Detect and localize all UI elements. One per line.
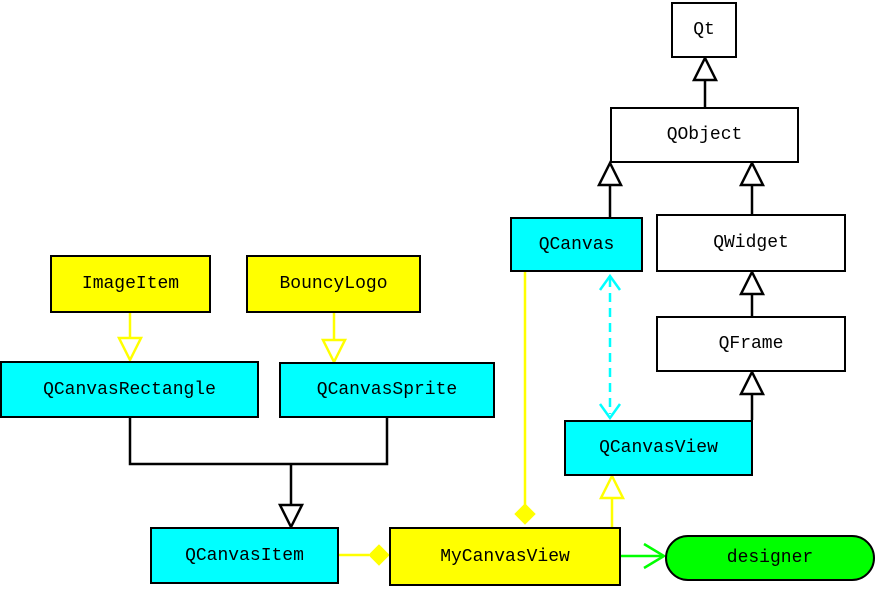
inheritance-arrow-icon [320,338,348,365]
node-label: QCanvasItem [185,545,304,566]
inheritance-arrow-icon [738,269,766,296]
node-designer: designer [665,535,875,581]
node-qframe: QFrame [656,316,846,372]
aggregation-diamond-icon [368,544,390,566]
node-label: QWidget [713,233,789,253]
node-qwidget: QWidget [656,214,846,272]
node-label: QObject [666,125,743,145]
node-label: QCanvas [538,234,615,255]
inheritance-arrow-icon [738,160,766,187]
node-label: QFrame [718,334,784,354]
edge-canvasitems-merge [128,418,389,466]
inheritance-arrow-icon [691,55,719,82]
node-label: Qt [693,20,715,40]
inheritance-arrow-icon [116,336,144,363]
node-label: ImageItem [81,274,180,294]
node-label: designer [726,548,814,568]
arrowhead-down-icon [598,403,622,421]
node-mycanvasview: MyCanvasView [389,527,621,586]
aggregation-diamond-icon [514,503,536,525]
node-label: MyCanvasView [440,546,570,567]
node-qcanvasrectangle: QCanvasRectangle [0,361,259,418]
node-imageitem: ImageItem [50,255,211,313]
node-label: QCanvasRectangle [43,379,216,400]
arrowhead-up-icon [598,273,622,291]
node-qcanvasview: QCanvasView [564,420,753,476]
inheritance-arrow-icon [596,160,624,187]
node-label: QCanvasView [599,438,718,458]
node-label: QCanvasSprite [316,380,458,400]
arrowhead-right-icon [643,542,667,570]
node-bouncylogo: BouncyLogo [246,255,421,313]
node-qcanvas: QCanvas [510,217,643,272]
inheritance-arrow-icon [738,369,766,396]
node-label: BouncyLogo [279,274,388,294]
node-qcanvassprite: QCanvasSprite [279,362,495,418]
inheritance-arrow-icon [598,473,626,500]
node-qobject: QObject [610,107,799,163]
node-qt: Qt [671,2,737,58]
node-qcanvasitem: QCanvasItem [150,527,339,584]
inheritance-arrow-icon [277,503,305,530]
